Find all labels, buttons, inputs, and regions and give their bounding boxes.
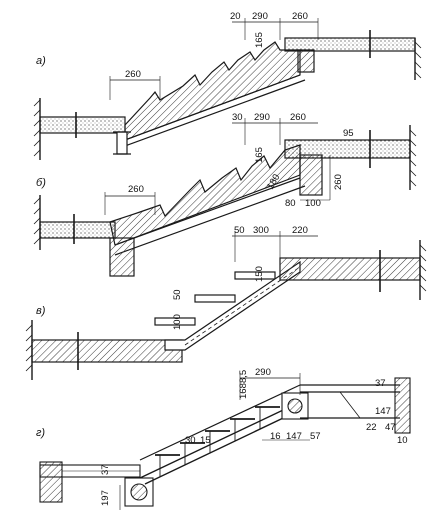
- panel-v-dim-2: 300: [253, 225, 269, 236]
- panel-b-label: б): [36, 177, 46, 189]
- panel-a-dim-3: 260: [292, 11, 308, 22]
- panel-b-dim-3: 260: [290, 112, 306, 123]
- panel-g-left-2: 8,5: [238, 370, 249, 383]
- panel-b-side: 95: [343, 128, 354, 139]
- panel-g: г): [36, 373, 411, 510]
- panel-b-riser: 165: [254, 147, 265, 163]
- panel-b-beam-w2: 100: [305, 198, 321, 209]
- panel-g-right-1: 37: [375, 378, 386, 389]
- panel-b-dim-1: 30: [232, 112, 243, 123]
- panel-g-mid-2: 15: [200, 435, 211, 446]
- panel-g-right-3: 22: [366, 422, 377, 433]
- panel-g-label: г): [36, 427, 45, 439]
- panel-g-right-4: 47: [385, 422, 396, 433]
- panel-v-dim-1: 50: [234, 225, 245, 236]
- panel-g-left-1: 168: [238, 383, 249, 399]
- panel-b-beam-h: 260: [333, 174, 344, 190]
- panel-a-riser: 165: [254, 32, 265, 48]
- panel-g-right-2: 147: [375, 406, 391, 417]
- panel-a-label: а): [36, 55, 46, 67]
- panel-v-label: в): [36, 305, 46, 317]
- panel-b-beam-w1: 80: [285, 198, 296, 209]
- panel-g-base-1: 197: [100, 490, 111, 506]
- panel-a-dim-2: 290: [252, 11, 268, 22]
- panel-a-tread: 260: [125, 69, 141, 80]
- panel-a-dim-1: 20: [230, 11, 241, 22]
- panel-v-dim-3: 220: [292, 225, 308, 236]
- panel-g-mid-1: 30: [185, 435, 196, 446]
- panel-b-tread: 260: [128, 184, 144, 195]
- panel-g-base-2: 37: [100, 464, 111, 475]
- panel-a: а): [33, 18, 422, 160]
- panel-g-top: 290: [255, 367, 271, 378]
- panel-b-dim-2: 290: [254, 112, 270, 123]
- panel-g-bot-1: 16: [270, 431, 281, 442]
- panel-g-bot-3: 57: [310, 431, 321, 442]
- panel-g-bot-2: 147: [286, 431, 302, 442]
- panel-b: б): [33, 118, 417, 277]
- panel-g-right-5: 10: [397, 435, 408, 446]
- panel-v-riser-1: 100: [172, 314, 183, 330]
- panel-v-riser-2: 50: [172, 289, 183, 300]
- panel-v: в): [25, 231, 427, 380]
- panel-v-riser: 150: [254, 266, 265, 282]
